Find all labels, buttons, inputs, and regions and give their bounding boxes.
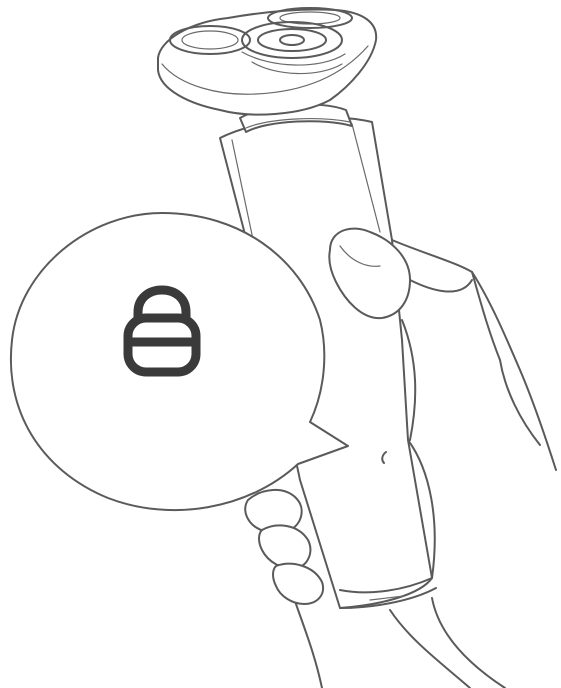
- hand-back: [390, 240, 556, 688]
- shaver-head: [158, 8, 376, 115]
